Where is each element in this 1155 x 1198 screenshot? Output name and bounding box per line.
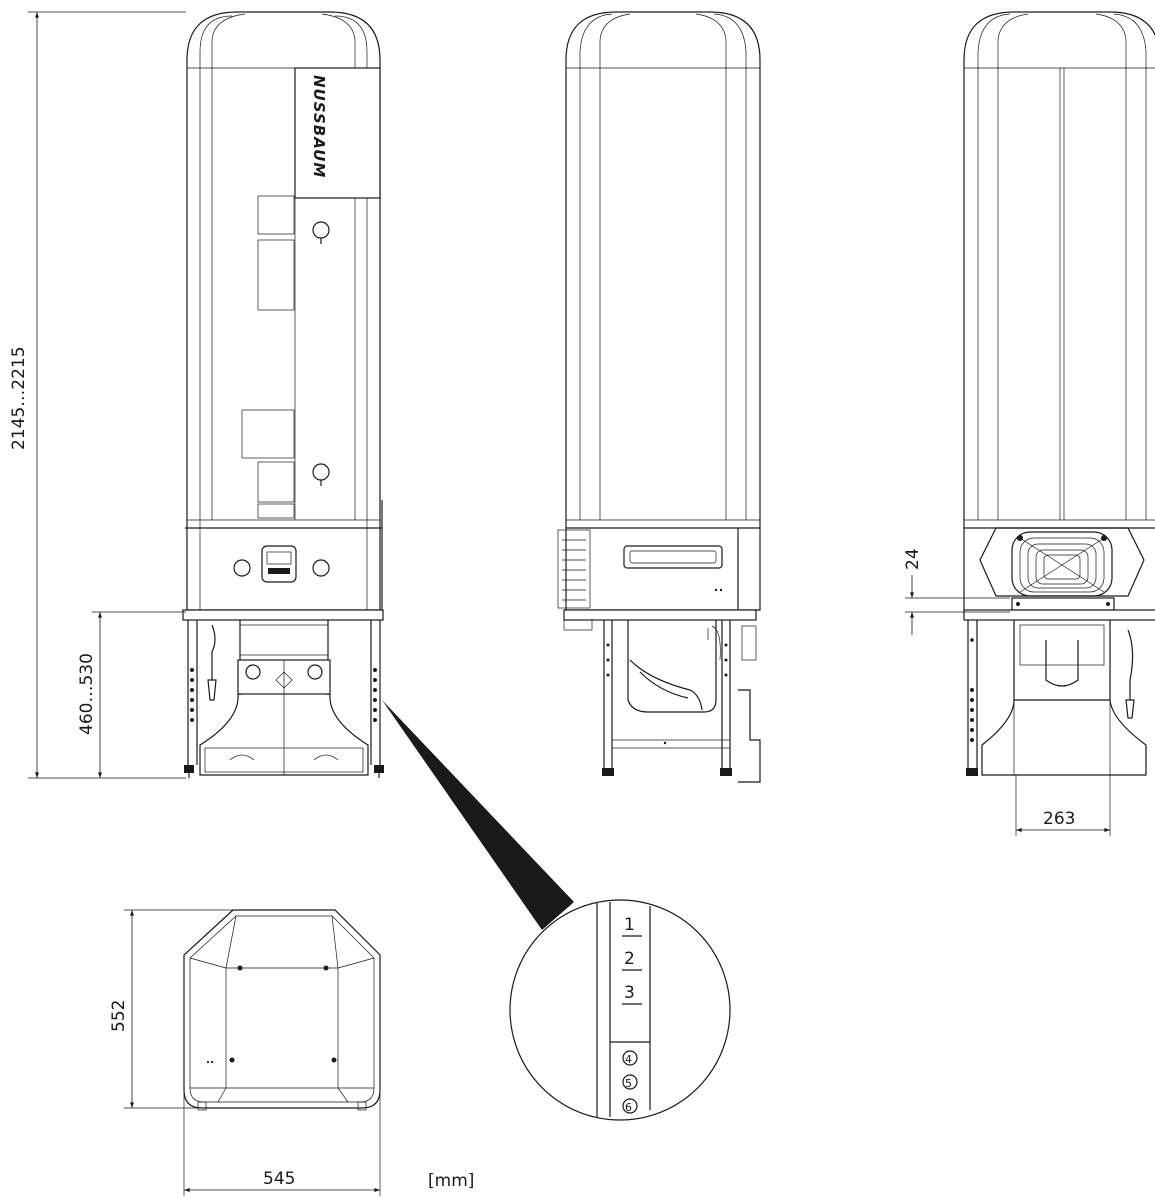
detail-scale-6: 6 [625, 1101, 632, 1114]
spacing-label: 263 [1043, 809, 1075, 829]
detail-scale-3: 3 [624, 983, 635, 1003]
rear-view [963, 11, 1155, 836]
stand-height-label: 460…530 [77, 653, 97, 735]
brand-logo: NUSSBAUM [310, 75, 328, 178]
width-label: 545 [263, 1169, 295, 1189]
gap-label: 24 [903, 548, 923, 570]
detail-scale-2: 2 [624, 949, 635, 969]
detail-scale-5: 5 [625, 1077, 632, 1090]
top-view [183, 909, 381, 1111]
unit-label: [mm] [428, 1171, 474, 1191]
side-view [557, 11, 761, 783]
total-height-label: 2145…2215 [9, 346, 29, 450]
depth-label: 552 [109, 1000, 129, 1032]
front-view: NUSSBAUM [182, 11, 384, 778]
detail-callout: 1 2 3 4 5 6 [382, 700, 731, 1121]
detail-scale-1: 1 [624, 915, 635, 935]
detail-scale-4: 4 [625, 1053, 632, 1066]
